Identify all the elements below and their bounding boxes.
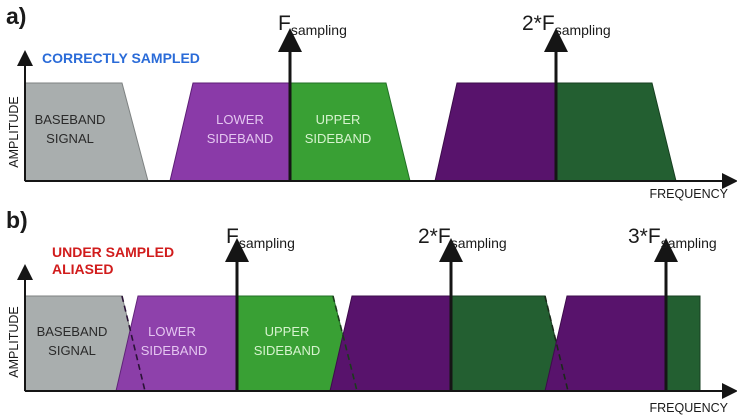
panel-a-fs-label: Fsampling [278,12,347,38]
panel-b-lower-label: LOWER [148,324,196,339]
panel-b-status-2: ALIASED [52,261,113,277]
panel-b-baseband-label-2: SIGNAL [48,343,96,358]
panel-b-baseband-label: BASEBAND [37,324,108,339]
panel-a-letter: a) [6,3,26,29]
panel-b-status: UNDER SAMPLED [52,244,174,260]
panel-b-2fs-label: 2*Fsampling [418,225,507,251]
panel-b-lower-label-2: SIDEBAND [141,343,207,358]
panel-b-image-lower-band [329,295,452,392]
panel-b-y-axis-label: AMPLITUDE [7,306,21,378]
panel-b-overlap-dash-2 [332,295,358,392]
panel-a-x-axis-label: FREQUENCY [650,187,729,201]
panel-b-image2-upper-band [665,295,701,392]
panel-a-image-upper-band [555,82,677,182]
panel-b-upper-label: UPPER [265,324,310,339]
panel-b: b) UNDER SAMPLED ALIASED BASEBAND SIGNAL… [6,207,737,415]
panel-a-upper-label-2: SIDEBAND [305,131,371,146]
panel-b-upper-label-2: SIDEBAND [254,343,320,358]
panel-b-fs-label: Fsampling [226,225,295,251]
panel-a-status: CORRECTLY SAMPLED [42,50,200,66]
panel-a-2fs-label: 2*Fsampling [522,12,611,38]
panel-a-baseband-label-2: SIGNAL [46,131,94,146]
panel-b-overlap-dash-1 [121,295,146,392]
panel-a: a) CORRECTLY SAMPLED BASEBAND SIGNAL LOW… [6,3,737,201]
panel-a-y-axis-label: AMPLITUDE [7,96,21,168]
panel-a-lower-label-2: SIDEBAND [207,131,273,146]
panel-b-3fs-label: 3*Fsampling [628,225,717,251]
panel-b-letter: b) [6,207,28,233]
panel-b-overlap-dash-3 [544,295,569,392]
panel-a-image-lower-band [434,82,557,182]
panel-a-lower-label: LOWER [216,112,264,127]
panel-a-baseband-label: BASEBAND [35,112,106,127]
panel-b-image2-lower-band [544,295,667,392]
panel-a-upper-label: UPPER [316,112,361,127]
panel-b-x-axis-label: FREQUENCY [650,401,729,415]
